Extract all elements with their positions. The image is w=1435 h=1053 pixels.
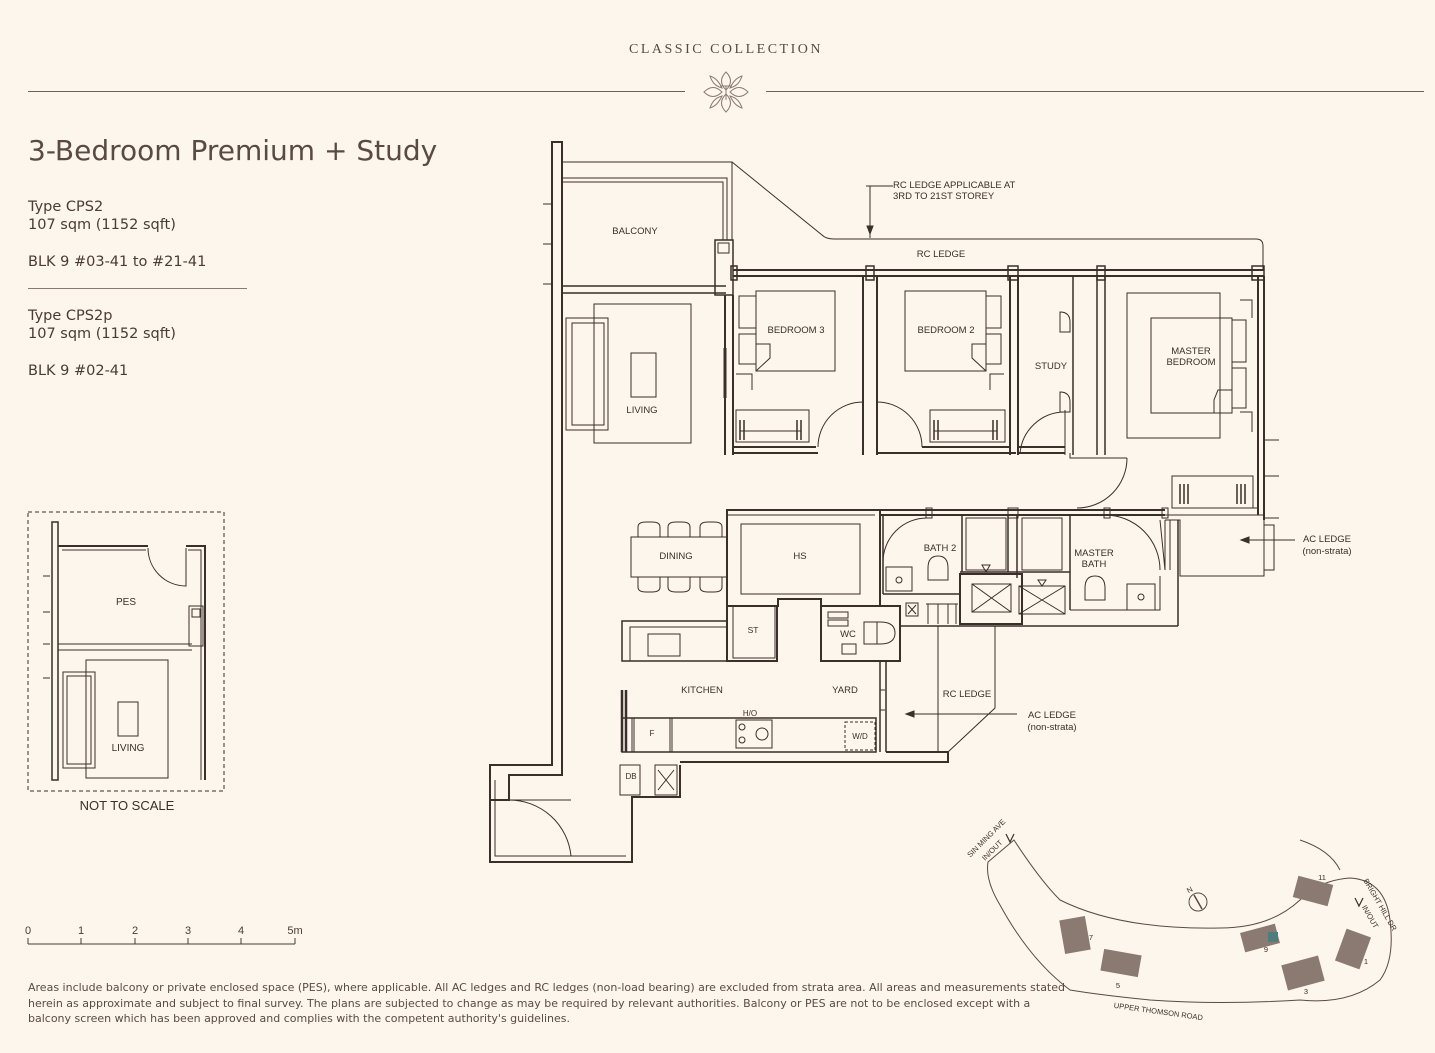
type-cps2p-block: Type CPS2p 107 sqm (1152 sqft) BLK 9 #02… xyxy=(28,307,176,380)
ac-ledge-2-sub: (non-strata) xyxy=(1027,722,1076,733)
not-to-scale-label: NOT TO SCALE xyxy=(79,798,175,813)
site-block-11: 11 xyxy=(1318,873,1326,882)
site-block-7: 7 xyxy=(1089,933,1093,942)
collection-header: CLASSIC COLLECTION xyxy=(629,42,823,57)
bedroom2-label: BEDROOM 2 xyxy=(917,325,974,336)
blk9-highlight xyxy=(1268,932,1278,942)
fridge-label: F xyxy=(650,729,655,738)
type-cps2-units: BLK 9 #03-41 to #21-41 xyxy=(28,254,207,270)
master-bedroom-label-1: MASTER xyxy=(1171,346,1211,357)
site-block-3: 3 xyxy=(1304,987,1308,996)
study-label: STUDY xyxy=(1035,361,1068,372)
scale-tick-3: 3 xyxy=(185,925,191,937)
road-upper-thomson: UPPER THOMSON ROAD xyxy=(1113,1001,1204,1023)
header-rule-right xyxy=(766,91,1424,92)
master-bath-label-1: MASTER xyxy=(1074,548,1114,559)
ac-ledge-east-label: AC LEDGE xyxy=(1303,534,1351,545)
st-label: ST xyxy=(748,625,759,635)
washer-dryer-label: W/D xyxy=(852,732,868,741)
type-cps2p-area: 107 sqm (1152 sqft) xyxy=(28,326,176,342)
scale-tick-0: 0 xyxy=(25,925,31,937)
type-cps2-block: Type CPS2 107 sqm (1152 sqft) BLK 9 #03-… xyxy=(28,198,206,271)
master-bedroom-label-2: BEDROOM xyxy=(1166,357,1215,368)
header-rule-left xyxy=(28,91,685,92)
disclaimer-text: Areas include balcony or private enclose… xyxy=(28,981,1065,1025)
inset-living-label: LIVING xyxy=(112,743,145,754)
site-block-9: 9 xyxy=(1264,945,1268,954)
rc-ledge-label: RC LEDGE xyxy=(917,249,966,260)
inset-pes-label: PES xyxy=(116,597,136,608)
type-cps2-area: 107 sqm (1152 sqft) xyxy=(28,217,176,233)
rc-ledge-note-1: RC LEDGE APPLICABLE AT xyxy=(893,180,1016,191)
scale-tick-5m: 5m xyxy=(287,925,302,937)
wc-label: WC xyxy=(840,629,856,640)
scale-tick-2: 2 xyxy=(132,925,138,937)
bedroom3-label: BEDROOM 3 xyxy=(767,325,824,336)
rc-ledge-2-label: RC LEDGE xyxy=(943,689,992,700)
living-label: LIVING xyxy=(626,405,657,416)
bath2-label: BATH 2 xyxy=(924,543,957,554)
ac-ledge-east-sub: (non-strata) xyxy=(1302,546,1351,557)
scale-tick-1: 1 xyxy=(78,925,84,937)
db-label: DB xyxy=(625,772,636,781)
rc-ledge-note-2: 3RD TO 21ST STOREY xyxy=(893,191,995,202)
unit-title: 3-Bedroom Premium + Study xyxy=(28,134,438,167)
north-arrow-label: N xyxy=(1185,885,1194,896)
dining-label: DINING xyxy=(659,551,692,562)
type-cps2p-units: BLK 9 #02-41 xyxy=(28,363,129,379)
pes-inset-plan: PES LIVING xyxy=(27,511,225,792)
type-cps2p-label: Type CPS2p xyxy=(28,308,113,324)
ho-label: H/O xyxy=(743,709,757,718)
kitchen-label: KITCHEN xyxy=(681,685,723,696)
type-cps2-label: Type CPS2 xyxy=(28,199,104,215)
type-divider xyxy=(28,288,247,289)
yard-label: YARD xyxy=(832,685,858,696)
scale-tick-4: 4 xyxy=(238,925,244,937)
site-block-1: 1 xyxy=(1364,957,1368,966)
balcony-label: BALCONY xyxy=(612,226,658,237)
collection-emblem-icon xyxy=(703,71,749,113)
scale-bar: 0 1 2 3 4 5m xyxy=(25,925,303,945)
site-block-5: 5 xyxy=(1116,981,1120,990)
hs-label: HS xyxy=(793,551,806,562)
ac-ledge-2-label: AC LEDGE xyxy=(1028,710,1076,721)
master-bath-label-2: BATH xyxy=(1082,559,1107,570)
